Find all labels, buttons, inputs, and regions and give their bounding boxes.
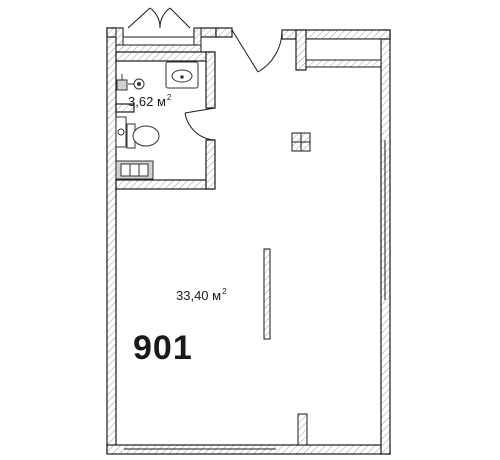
wardrobe-niche: [305, 38, 382, 68]
bathroom-fixtures: [115, 61, 199, 180]
balcony-door-arc-left: [149, 7, 161, 29]
main-room-area-exp: 2: [222, 287, 227, 296]
entrance-door-arc: [257, 31, 283, 73]
ventilation-shaft: [291, 132, 311, 152]
wall-stub-entrance: [295, 29, 307, 71]
balcony-door: [127, 7, 191, 29]
main-room-area-value: 33,40: [176, 288, 209, 303]
toilet-bowl: [132, 125, 160, 147]
bathroom-wall-top: [115, 51, 215, 62]
balcony-door-leaf-right: [169, 7, 191, 29]
bathroom-wall-mid: [115, 103, 135, 113]
bathroom-door-leaf: [184, 107, 216, 114]
bathroom-area-value: 3,62: [128, 94, 154, 109]
balcony-door-leaf-left: [127, 7, 151, 29]
entrance-door: [231, 29, 283, 73]
balcony-door-arc-right: [159, 7, 171, 29]
wall-left: [106, 27, 117, 454]
main-room-area-unit: м: [212, 288, 222, 303]
bathroom-area-exp: 2: [166, 93, 172, 102]
bathroom-area-label: 3,62 м2: [128, 93, 172, 109]
bathroom-wall-right-upper: [205, 51, 216, 109]
bottom-stub-wall: [297, 413, 308, 446]
bathroom-door: [184, 107, 216, 141]
main-room-area-label: 33,40 м2: [176, 287, 227, 303]
tank-valve: [117, 128, 125, 136]
bathroom-walls: [115, 51, 216, 190]
entrance-door-leaf: [231, 29, 259, 73]
bathroom-area-unit: м: [156, 94, 166, 109]
balcony-top: [115, 44, 202, 53]
partition-column: [263, 248, 271, 340]
sink-drain: [180, 75, 184, 79]
bathroom-door-arc: [184, 112, 216, 141]
outer-walls: [106, 27, 391, 455]
unit-number: 901: [133, 329, 193, 367]
bathroom-wall-right-lower: [205, 139, 216, 190]
bathroom-wall-bottom: [115, 179, 215, 190]
wardrobe-wall: [305, 59, 382, 68]
shower-mixer: [116, 79, 128, 91]
shower-head-center: [137, 82, 141, 86]
towel-warmer-inner: [120, 163, 149, 177]
wall-top-entrance-left: [215, 27, 233, 38]
balcony-niche: [115, 27, 202, 53]
